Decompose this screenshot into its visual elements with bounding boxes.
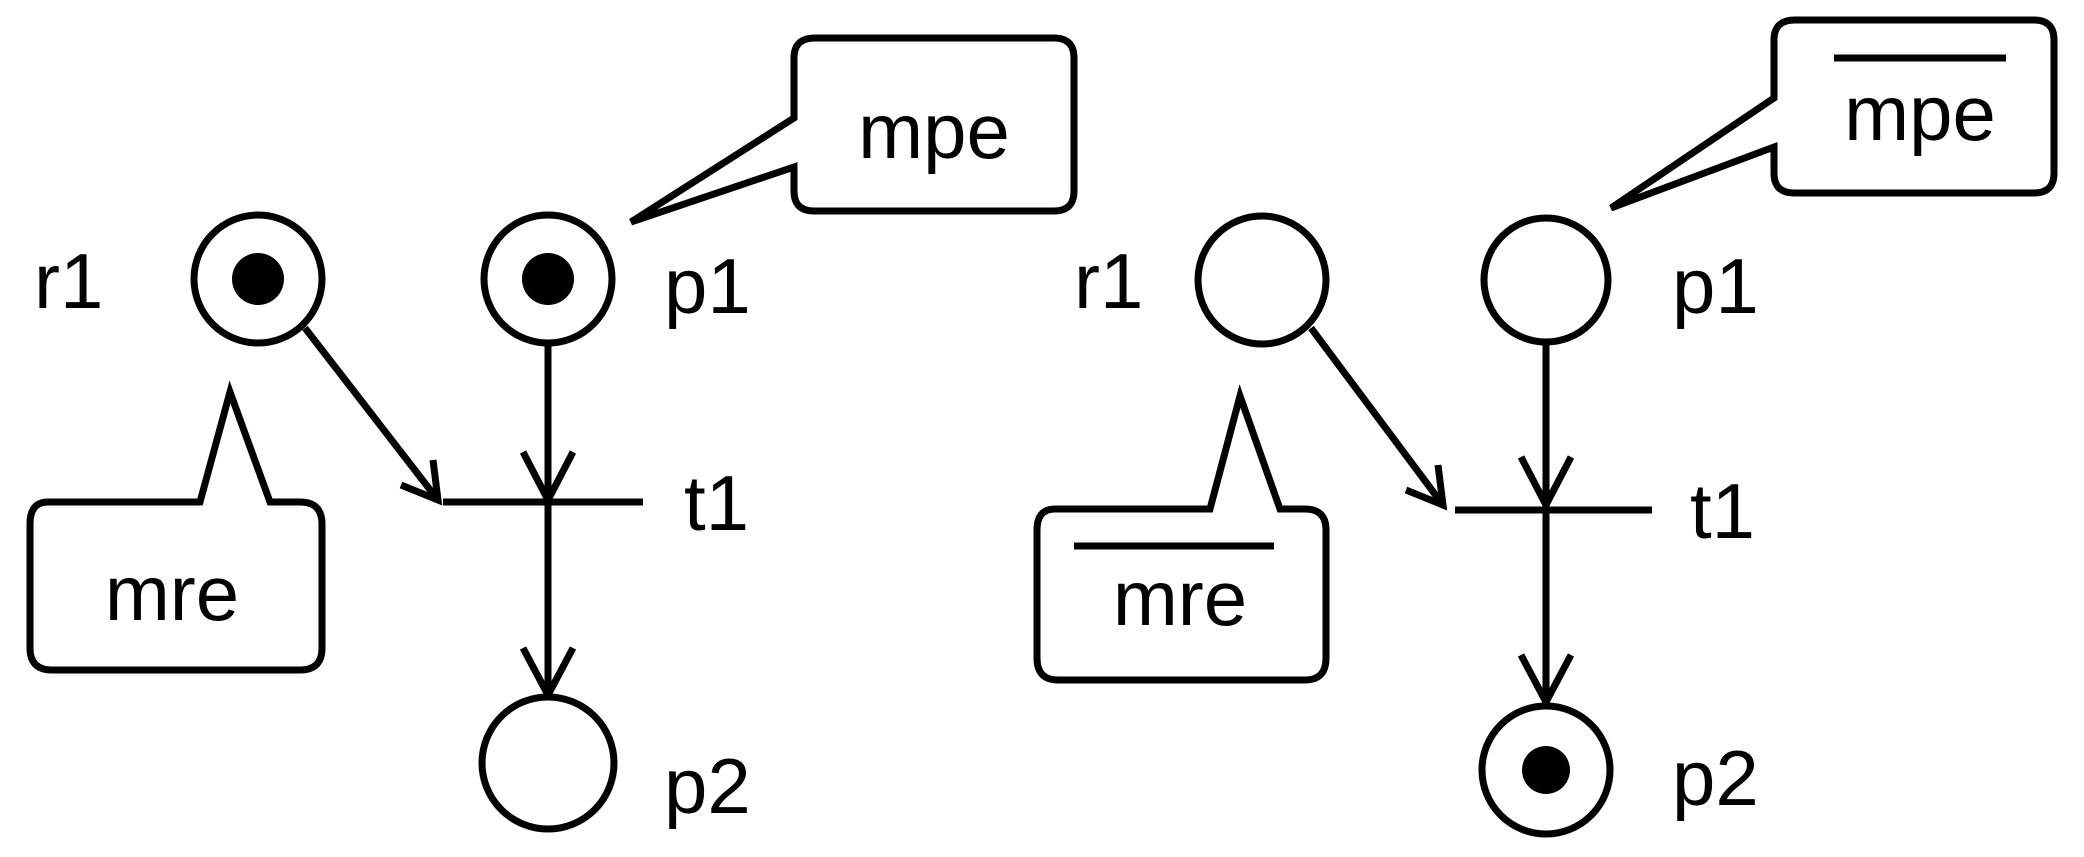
callout-mpe-negated-text: mpe bbox=[1844, 69, 1996, 157]
callout-mre-negated: mre bbox=[1033, 384, 1330, 684]
callout-mpe-bubble bbox=[629, 34, 1078, 226]
callout-mpe: mpe bbox=[629, 34, 1078, 226]
label-r1: r1 bbox=[34, 237, 103, 325]
arc-r1-t1-arrowhead bbox=[1404, 464, 1448, 511]
callout-mre-text: mre bbox=[105, 549, 239, 637]
label-r1: r1 bbox=[1074, 237, 1143, 325]
petri-net-before: mpe mre r1 p1 t1 p2 bbox=[26, 34, 1078, 833]
place-r1 bbox=[1194, 212, 1330, 348]
callout-mpe-text: mpe bbox=[858, 87, 1010, 175]
callout-mre-negated-bubble bbox=[1033, 384, 1330, 684]
label-p1: p1 bbox=[664, 242, 751, 330]
arc-r1-t1 bbox=[1308, 325, 1446, 508]
label-p1: p1 bbox=[1672, 242, 1759, 330]
arcs bbox=[302, 325, 577, 703]
label-t1: t1 bbox=[684, 459, 749, 547]
arc-r1-t1-arrowhead bbox=[399, 459, 443, 506]
arc-t1-p2-arrowhead bbox=[1517, 653, 1575, 710]
place-p1 bbox=[1480, 214, 1612, 346]
token-p1 bbox=[522, 253, 574, 305]
callout-mre-negated-text: mre bbox=[1113, 554, 1247, 642]
callout-mpe-negated: mpe bbox=[1609, 16, 2058, 212]
place-p2 bbox=[478, 693, 618, 833]
label-p2: p2 bbox=[664, 742, 751, 830]
arc-p1-t1-arrowhead bbox=[1517, 455, 1575, 513]
callout-mre: mre bbox=[26, 380, 326, 674]
token-r1 bbox=[232, 253, 284, 305]
arcs bbox=[1308, 325, 1575, 710]
callout-mpe-negated-bubble bbox=[1609, 16, 2058, 212]
label-p2: p2 bbox=[1672, 734, 1759, 822]
callout-mre-bubble bbox=[26, 380, 326, 674]
arc-r1-t1 bbox=[302, 325, 441, 503]
token-p2 bbox=[1522, 746, 1570, 794]
label-t1: t1 bbox=[1690, 467, 1755, 555]
petri-net-after: mpe mre r1 p1 t1 p2 bbox=[1033, 16, 2058, 838]
